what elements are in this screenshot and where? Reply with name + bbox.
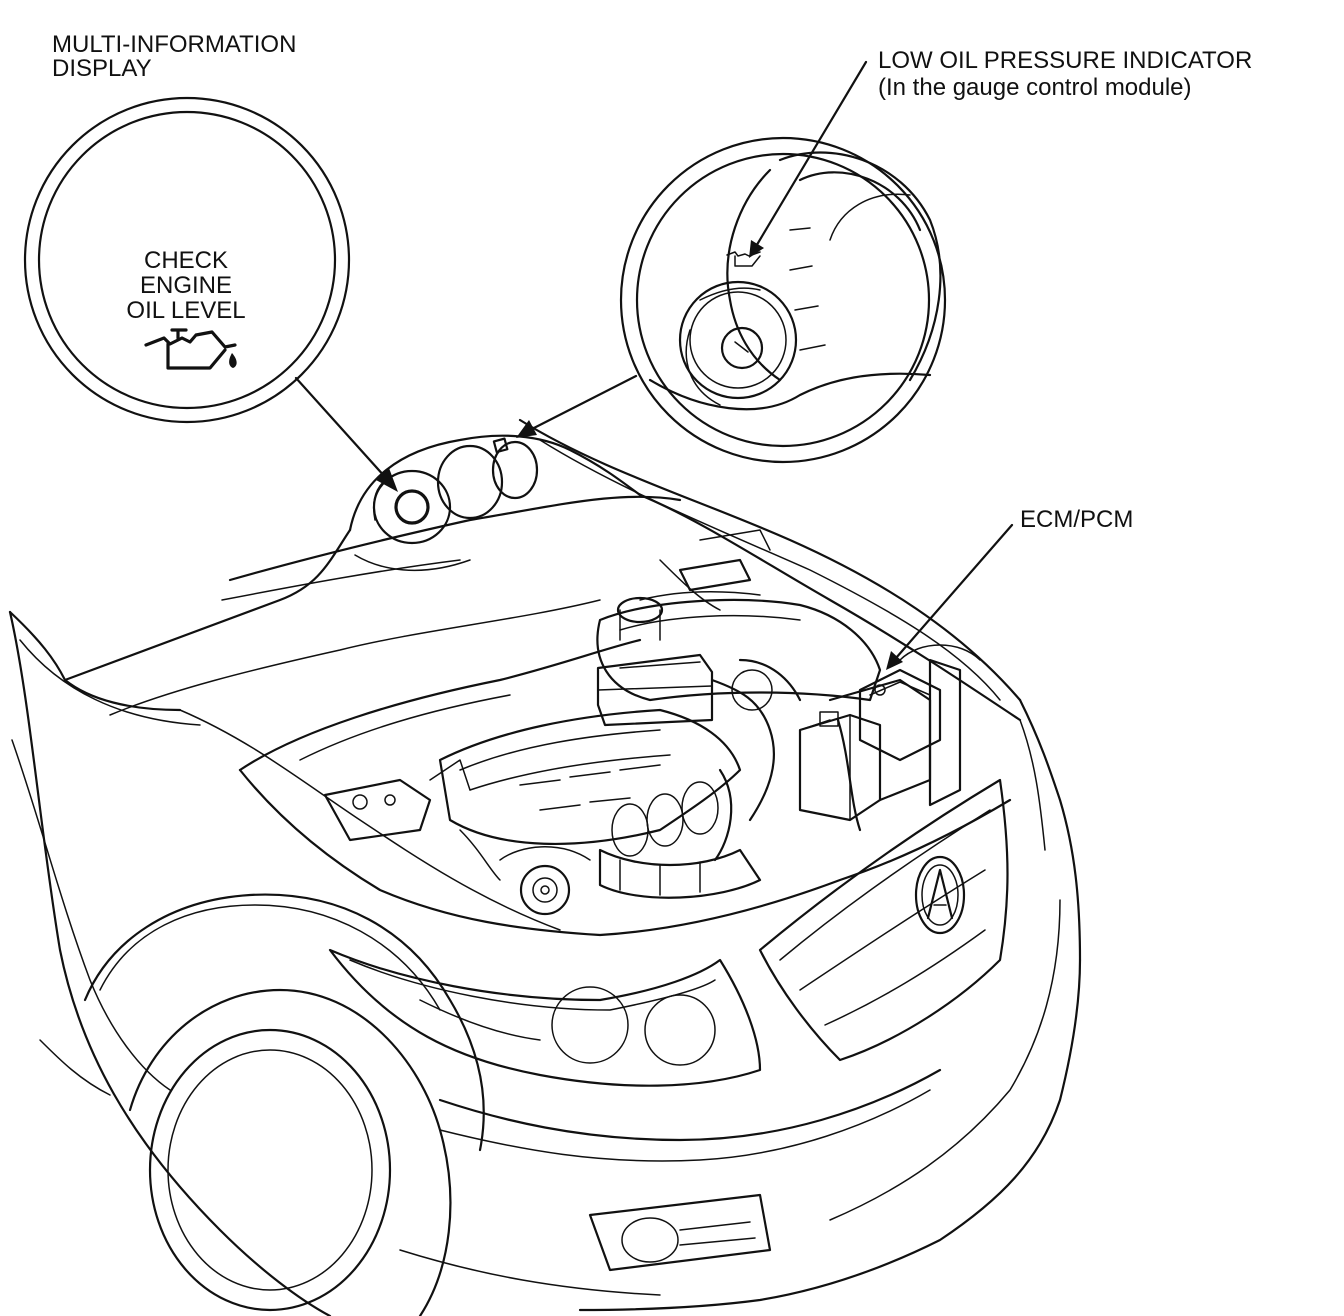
- acura-logo-icon: [914, 855, 966, 935]
- oil-can-icon: [144, 328, 237, 370]
- mid-label-line2: DISPLAY: [52, 55, 152, 82]
- engine-bay: [238, 529, 1012, 937]
- low-oil-pressure-indicator-label: LOW OIL PRESSURE INDICATOR (In the gauge…: [878, 47, 1253, 102]
- leader-lines: [294, 60, 1014, 670]
- gauge-control-module-detail: [619, 136, 947, 464]
- mid-label-line1: MULTI-INFORMATION: [52, 31, 297, 58]
- multi-information-display-detail: [23, 96, 351, 424]
- mid-message: CHECK ENGINE OIL LEVEL: [98, 248, 274, 324]
- oil-pressure-icon: [726, 251, 761, 267]
- car-body: [8, 418, 1082, 1316]
- multi-information-display-label: MULTI-INFORMATION DISPLAY: [52, 33, 296, 81]
- instrument-cluster: [372, 437, 539, 545]
- ecm-pcm-label: ECM/PCM: [1020, 506, 1134, 533]
- mid-message-line1: CHECK: [143, 247, 228, 274]
- mid-message-line2: ENGINE: [139, 272, 232, 300]
- lop-label-line2: (In the gauge control module): [878, 73, 1192, 101]
- lop-label-line1: LOW OIL PRESSURE INDICATOR: [878, 47, 1253, 74]
- low-oil-pressure-indicator-location: [492, 437, 509, 454]
- mid-message-line3: OIL LEVEL: [126, 297, 246, 325]
- ecm-pcm-module: [858, 668, 942, 762]
